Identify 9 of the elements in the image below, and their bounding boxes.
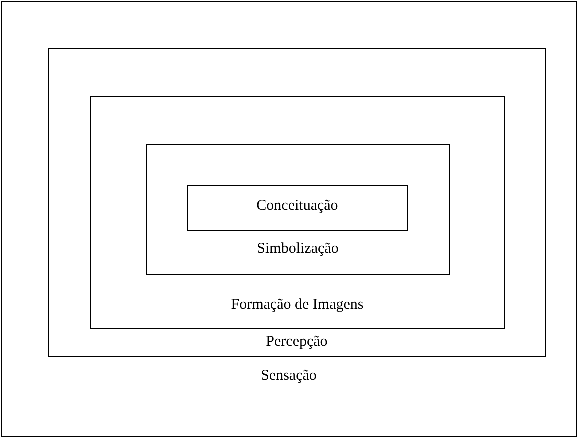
nested-box — [90, 96, 505, 329]
box-label: Formação de Imagens — [231, 297, 364, 314]
nested-box — [48, 48, 546, 357]
box-label: Sensação — [261, 368, 317, 385]
nested-box — [146, 144, 450, 275]
box-label: Simbolização — [257, 241, 339, 258]
box-label: Percepção — [266, 334, 328, 351]
box-label: Conceituação — [256, 198, 338, 215]
nested-box — [187, 185, 408, 231]
